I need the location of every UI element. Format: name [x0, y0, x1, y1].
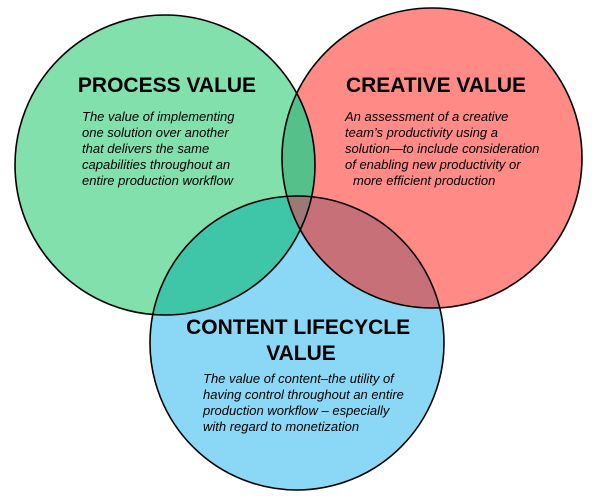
process-outline — [14, 14, 316, 316]
content-description: The value of content–the utility of havi… — [202, 371, 408, 434]
content-outline — [149, 195, 445, 491]
process-description: The value of implementing one solution o… — [82, 109, 238, 188]
process-title: PROCESS VALUE — [78, 74, 256, 97]
creative-title: CREATIVE VALUE — [346, 74, 526, 97]
creative-outline — [281, 7, 583, 309]
creative-description: An assessment of a creative team’s produ… — [344, 109, 543, 188]
creative-content-overlap — [282, 196, 444, 308]
process-content-overlap — [150, 196, 315, 315]
content-title: CONTENT LIFECYCLE VALUE — [186, 316, 416, 365]
